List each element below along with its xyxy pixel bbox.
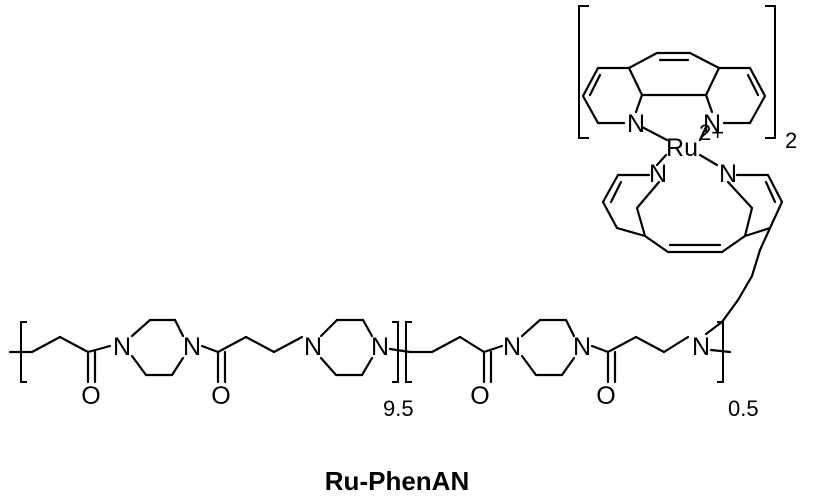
- tertiary-amine-nitrogen: N: [692, 333, 710, 361]
- charge-superscript: 2+: [699, 120, 724, 145]
- ruthenium-center: Ru 2+: [640, 120, 724, 167]
- piperazine-2-nitrogen-left: N: [304, 333, 322, 361]
- piperazine-3-nitrogen-right: N: [573, 333, 591, 361]
- carbonyl-oxygen-3: O: [470, 382, 489, 410]
- ruthenium-label: Ru: [666, 134, 698, 162]
- block1-subscript: 9.5: [383, 396, 414, 421]
- upper-phenanthroline-ligand: N N: [581, 51, 767, 138]
- carbonyl-oxygen-1: O: [81, 382, 100, 410]
- piperazine-1-nitrogen-right: N: [183, 333, 201, 361]
- block2-subscript: 0.5: [728, 396, 759, 421]
- lower-phenanthroline-ligand: N N: [601, 160, 784, 254]
- upper-left-nitrogen-label: N: [627, 110, 645, 138]
- unit1-left-bracket: [20, 321, 27, 383]
- butyl-linker: [704, 226, 772, 336]
- ligand-right-bracket: [765, 5, 776, 139]
- unit1-right-bracket: [392, 321, 399, 383]
- upper-right-nitrogen-label: N: [703, 110, 721, 138]
- unit2-right-bracket: [717, 321, 724, 383]
- repeat-unit-2: O N N O N: [408, 318, 732, 410]
- piperazine-2-nitrogen-right: N: [371, 333, 389, 361]
- compound-name: Ru-PhenAN: [325, 466, 469, 496]
- carbonyl-oxygen-4: O: [596, 382, 615, 410]
- carbonyl-oxygen-2: O: [211, 382, 230, 410]
- ligand-left-bracket: [578, 5, 589, 139]
- lower-left-nitrogen-label: N: [649, 160, 667, 188]
- ligand-count-subscript: 2: [785, 128, 797, 153]
- lower-right-nitrogen-label: N: [719, 160, 737, 188]
- piperazine-3-nitrogen-left: N: [503, 333, 521, 361]
- repeat-unit-1: O N N O N N: [8, 318, 412, 410]
- piperazine-1-nitrogen-left: N: [113, 333, 131, 361]
- unit2-left-bracket: [405, 321, 412, 383]
